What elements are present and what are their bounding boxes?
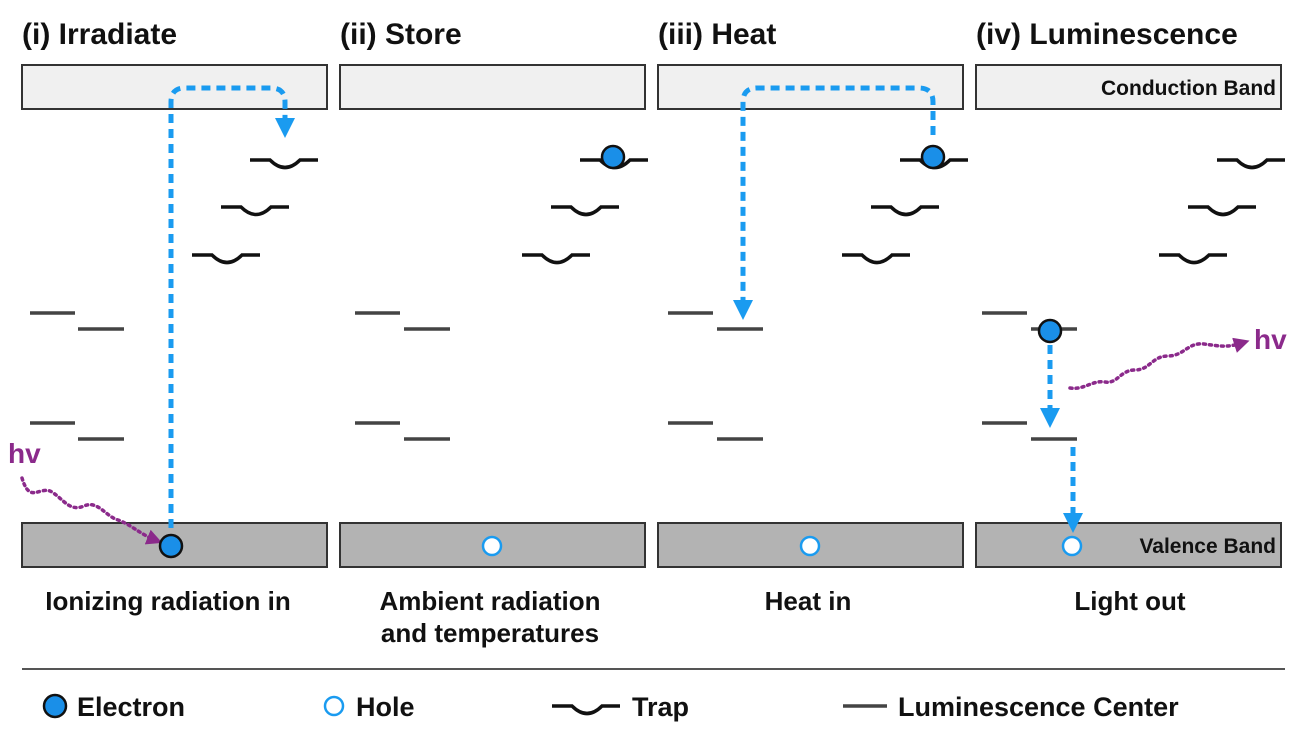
trap-group-luminescence [1159,158,1285,265]
trap [221,205,289,217]
excitation-arrow [168,85,295,528]
conduction-band-luminescence [975,64,1282,110]
legend-hole-label: Hole [356,692,415,722]
trap-group-store [522,158,648,265]
outgoing-photon-arrow [1068,337,1250,390]
valence-band-luminescence [975,522,1282,568]
valence-band-label: Valence Band [1139,535,1276,558]
photon-label-out: hv [1254,324,1287,355]
trap [871,205,939,217]
hole [1061,535,1083,557]
photon-label-in: hv [8,438,41,469]
legend-trap-label: Trap [632,692,689,722]
release-arrow [733,85,936,320]
conduction-band-heat [657,64,964,110]
hole [481,535,503,557]
caption-luminescence: Light out [1074,586,1186,616]
trap-group-heat [842,158,968,265]
conduction-band-label: Conduction Band [1101,77,1276,100]
conduction-band-irradiate [21,64,328,110]
trap [842,253,910,265]
trap [1159,253,1227,265]
trap-group-irradiate [192,158,318,265]
legend-trap-icon [552,704,620,716]
legend-luminescence-center-label: Luminescence Center [898,692,1179,722]
incoming-photon-arrow [20,476,163,545]
electron [920,144,946,170]
legend-electron-icon [42,693,68,719]
trap [1188,205,1256,217]
legend-hole-icon [323,695,345,717]
panel-title-heat: (iii) Heat [658,18,776,51]
trap [250,158,318,170]
panel-title-luminescence: (iv) Luminescence [976,18,1238,51]
trap [192,253,260,265]
caption-store-line2: and temperatures [381,618,599,648]
electron [158,533,184,559]
panel-title-store: (ii) Store [340,18,462,51]
conduction-band-store [339,64,646,110]
caption-heat: Heat in [765,586,852,616]
trap [1217,158,1285,170]
legend-electron-label: Electron [77,692,185,722]
electron [1037,318,1063,344]
hole [799,535,821,557]
trap [551,205,619,217]
trap [522,253,590,265]
electron [600,144,626,170]
panel-title-irradiate: (i) Irradiate [22,18,177,51]
caption-store-line1: Ambient radiation [379,586,600,616]
luminescence-center-group [30,311,1077,441]
caption-irradiate: Ionizing radiation in [45,586,291,616]
